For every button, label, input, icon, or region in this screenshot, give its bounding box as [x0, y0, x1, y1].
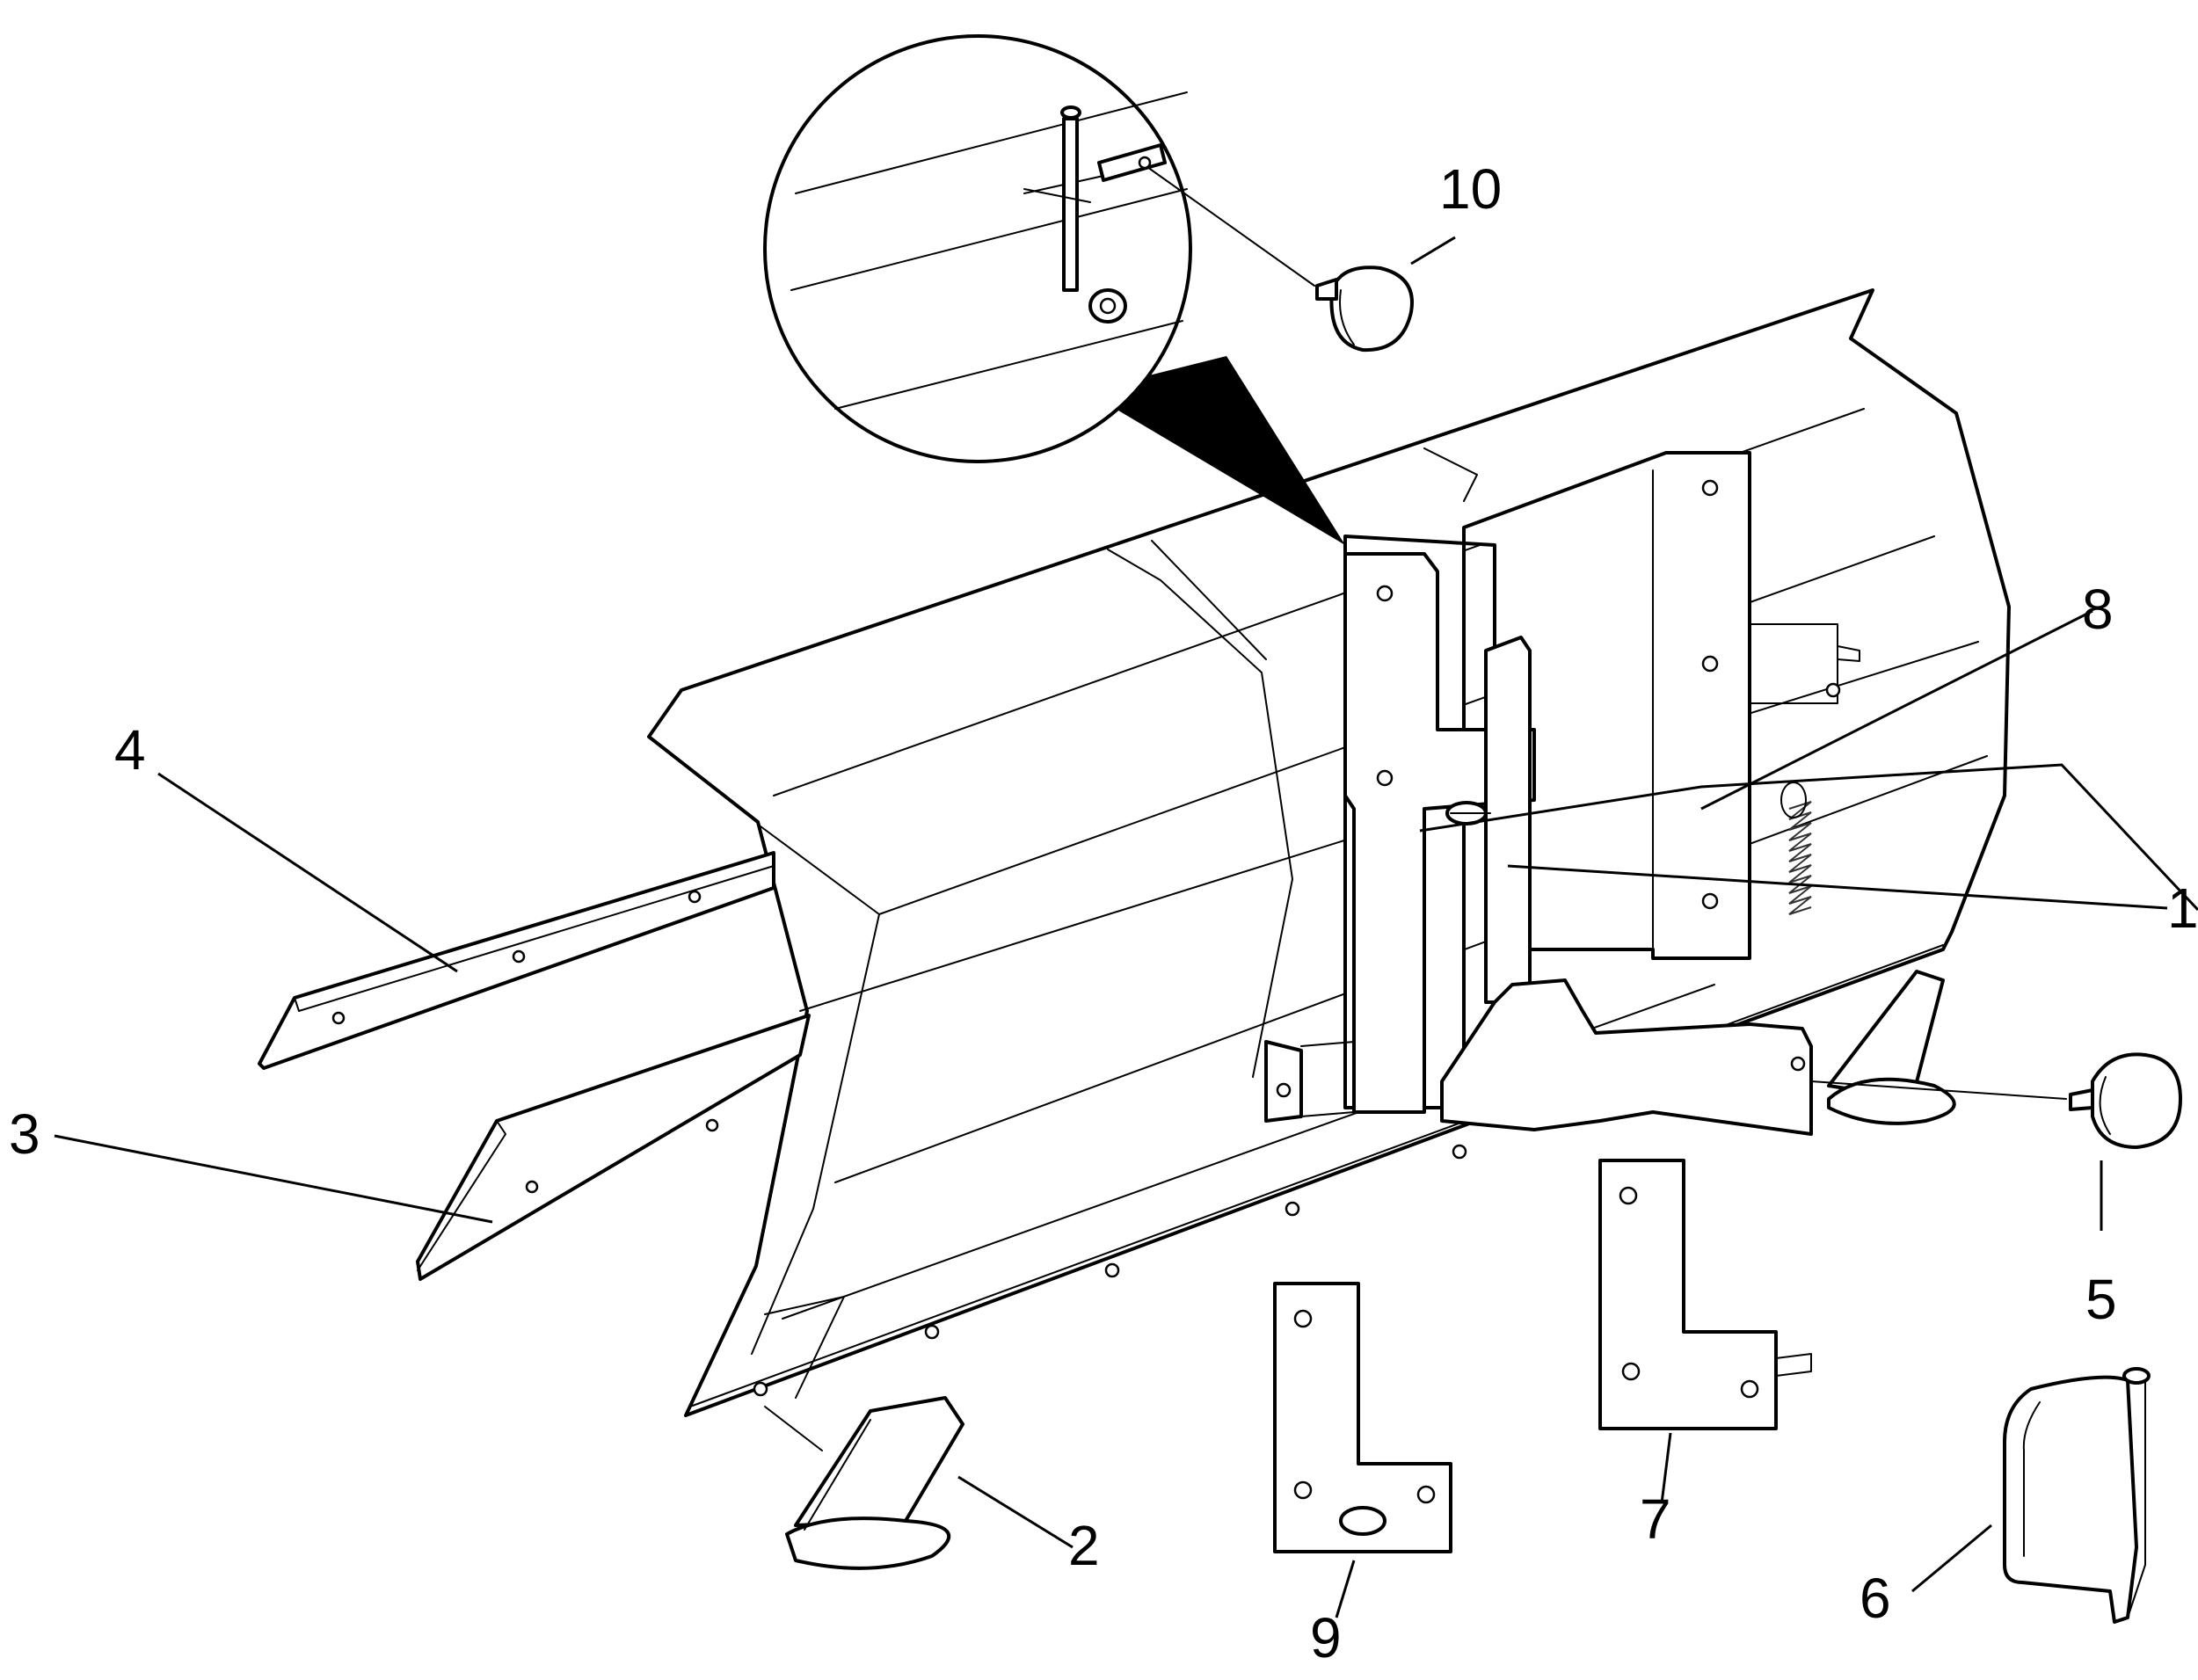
callout-7: 7	[1640, 1487, 1671, 1551]
skid-shoe-part-2	[785, 1396, 964, 1570]
leader-lines	[54, 236, 2198, 1618]
skid-shoe-mounted	[1827, 970, 1956, 1125]
callout-9: 9	[1310, 1606, 1342, 1669]
callout-2: 2	[1068, 1514, 1100, 1577]
wear-strip-part-4	[258, 851, 775, 1070]
callout-1: 1	[2167, 876, 2198, 940]
plow-blade	[647, 288, 2011, 1417]
callout-3: 3	[9, 1102, 40, 1166]
assembly-line-part-10	[1146, 166, 1315, 287]
knob-part-10	[1315, 265, 1414, 353]
callout-10: 10	[1439, 157, 1502, 221]
assembly-line-part-5	[1810, 1080, 2067, 1100]
callout-6: 6	[1860, 1567, 1891, 1630]
callout-4: 4	[114, 718, 146, 782]
assembly-line-part-2	[764, 1406, 823, 1451]
pin-part-6	[2003, 1367, 2151, 1624]
detail-view	[763, 34, 1345, 545]
bracket-part-1	[1264, 552, 1813, 1136]
plate-part-9	[1273, 1282, 1452, 1553]
callout-5: 5	[2085, 1268, 2117, 1331]
callout-8: 8	[2082, 578, 2114, 641]
plate-part-7	[1598, 1159, 1812, 1430]
knob-part-5	[2069, 1052, 2182, 1149]
cutting-edge-part-3	[416, 1014, 811, 1281]
